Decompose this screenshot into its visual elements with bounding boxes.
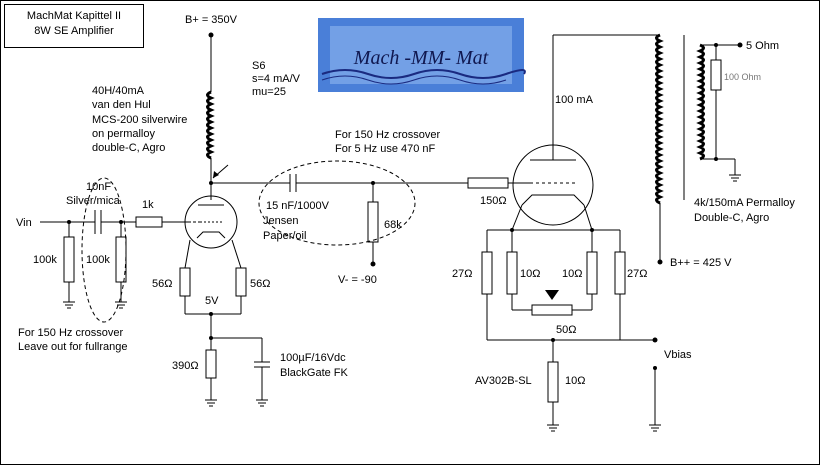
cap-100u-label-1: 100µF/16Vdc: [280, 352, 346, 364]
resistor-100k-a: [63, 236, 75, 283]
input-tube: [184, 195, 242, 269]
choke-label-2: van den Hul: [92, 99, 151, 111]
cap-10n-label-1: 10nF: [86, 181, 111, 193]
v-minus-label: V- = -90: [338, 274, 377, 286]
resistor-100k-b-label: 100k: [86, 254, 110, 266]
v-minus-node: [370, 261, 376, 267]
resistor-100-ohm-label: 100 Ohm: [724, 72, 761, 82]
resistor-27-b: [614, 251, 626, 295]
resistor-10-c: [547, 361, 559, 403]
resistor-1k: [135, 216, 163, 228]
bias-network: [481, 228, 661, 432]
cap-100u-label-2: BlackGate FK: [280, 367, 349, 379]
logo-highlight: [330, 26, 512, 84]
tube-s6-transconductance: s=4 mA/V: [252, 73, 301, 85]
vbias-node: [652, 337, 658, 343]
resistor-10-a: [506, 251, 518, 295]
title-line-2: 8W SE Amplifier: [34, 25, 114, 37]
choke-label-4: on permalloy: [92, 128, 155, 140]
resistor-10-c-label: 10Ω: [565, 375, 585, 387]
resistor-56-a: [179, 267, 191, 297]
resistor-390: [205, 349, 217, 379]
choke-coil: [206, 90, 215, 160]
resistor-390-label: 390Ω: [172, 360, 199, 372]
b-plus-label: B+ = 350V: [185, 14, 238, 26]
highpass-note-2: Leave out for fullrange: [18, 341, 127, 353]
b-plus-rail: [206, 32, 229, 200]
cap-15n-label-1: 15 nF/1000V: [266, 200, 330, 212]
highpass-note-1: For 150 Hz crossover: [18, 327, 123, 339]
title-box: MachMat Kapittel II 8W SE Amplifier: [4, 4, 144, 48]
resistor-56-b-label: 56Ω: [250, 278, 270, 290]
tube-filament: [521, 194, 585, 206]
crossover-note-2: For 5 Hz use 470 nF: [335, 143, 436, 155]
tube-envelope: [184, 195, 238, 249]
title-line-1: MachMat Kapittel II: [26, 10, 122, 22]
coupling-network: [209, 160, 530, 267]
pot-model-label: AV302B-SL: [475, 375, 532, 387]
vbias-label: Vbias: [664, 349, 692, 361]
potentiometer-50: [531, 304, 573, 316]
choke-label-3: MCS-200 silverwire: [92, 114, 187, 126]
crossover-marker: [258, 160, 416, 246]
cathode-network: [179, 267, 270, 407]
resistor-100-ohm: [710, 59, 722, 91]
resistor-150: [467, 177, 509, 189]
secondary-winding: [696, 43, 705, 161]
resistor-100k-b: [115, 236, 127, 283]
tube-cathode: [196, 231, 226, 239]
resistor-10-b-label: 10Ω: [562, 268, 582, 280]
logo-text: Mach -MM- Mat: [353, 47, 489, 69]
vin-label: Vin: [16, 217, 32, 229]
transformer-label-1: 4k/150mA Permalloy: [694, 197, 795, 209]
cap-15n-label-3: Paper/oil: [263, 230, 306, 242]
crossover-note-1: For 150 Hz crossover: [335, 129, 440, 141]
cap-10n-label-2: Silver/mica: [66, 195, 121, 207]
cathode-voltage-label: 5V: [205, 295, 219, 307]
resistor-68k: [367, 201, 379, 243]
potentiometer-50-label: 50Ω: [556, 324, 576, 336]
output-5ohm-node: [737, 42, 743, 48]
optional-highpass-marker: [81, 177, 127, 323]
resistor-27-a: [481, 251, 493, 295]
logo-wave-2: [321, 75, 507, 85]
resistor-68k-label: 68k: [384, 219, 402, 231]
resistor-27-b-label: 27Ω: [627, 268, 647, 280]
b-plus-plus-node: [657, 259, 663, 265]
choke-label-1: 40H/40mA: [92, 85, 145, 97]
logo-wave: [321, 69, 526, 79]
resistor-10-b: [586, 251, 598, 295]
cap-15n-label-2: Jensen: [263, 215, 298, 227]
b-plus-plus-label: B++ = 425 V: [670, 257, 732, 269]
transformer-label-2: Double-C, Agro: [694, 212, 769, 224]
potentiometer-wiper-icon: [545, 290, 559, 300]
tube-s6-label: S6: [252, 60, 265, 72]
output-5ohm-label: 5 Ohm: [746, 40, 779, 52]
resistor-56-b: [235, 267, 247, 297]
resistor-56-a-label: 56Ω: [152, 278, 172, 290]
resistor-150-label: 150Ω: [480, 195, 507, 207]
choke-label-5: double-C, Agro: [92, 142, 165, 154]
output-tube: [511, 34, 660, 231]
plate-current-label: 100 mA: [555, 94, 594, 106]
logo: Mach -MM- Mat: [318, 18, 526, 92]
resistor-10-a-label: 10Ω: [520, 268, 540, 280]
resistor-27-a-label: 27Ω: [452, 268, 472, 280]
output-transformer: [655, 33, 743, 265]
resistor-1k-label: 1k: [142, 199, 154, 211]
input-stage: [40, 177, 188, 323]
tube-envelope: [512, 144, 594, 226]
primary-winding: [655, 33, 664, 205]
resistor-100k-a-label: 100k: [33, 254, 57, 266]
tube-s6-mu: mu=25: [252, 86, 286, 98]
